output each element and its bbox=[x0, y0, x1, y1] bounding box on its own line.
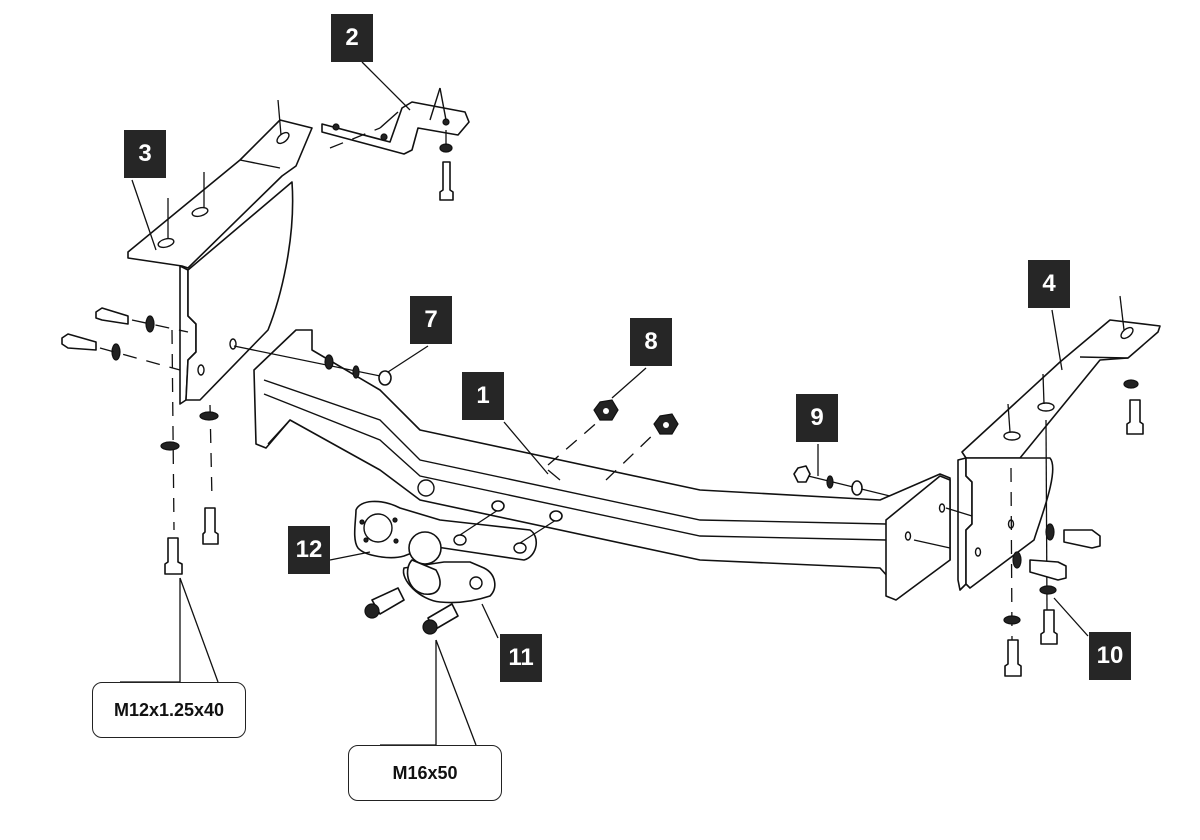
upper-bracket-part bbox=[321, 87, 470, 201]
left-side-bracket-part bbox=[61, 99, 313, 575]
callout-12: 12 bbox=[288, 526, 330, 574]
callout-3: 3 bbox=[124, 130, 166, 178]
callout-7: 7 bbox=[410, 296, 452, 344]
left-fastener-set-7 bbox=[233, 345, 392, 386]
callout-11: 11 bbox=[500, 634, 542, 682]
callout-9: 9 bbox=[796, 394, 838, 442]
nuts-8 bbox=[547, 399, 679, 481]
spec-label-m12-bolt: M12x1.25x40 bbox=[92, 682, 246, 738]
spec-label-m16-bolt: M16x50 bbox=[348, 745, 502, 801]
callout-1: 1 bbox=[462, 372, 504, 420]
right-side-bracket-part bbox=[913, 295, 1161, 677]
callout-10: 10 bbox=[1089, 632, 1131, 680]
main-crossbar-part bbox=[253, 329, 951, 601]
callout-4: 4 bbox=[1028, 260, 1070, 308]
right-fastener-set-9 bbox=[793, 465, 891, 497]
tow-ball-assembly bbox=[353, 500, 563, 635]
callout-2: 2 bbox=[331, 14, 373, 62]
callout-8: 8 bbox=[630, 318, 672, 366]
